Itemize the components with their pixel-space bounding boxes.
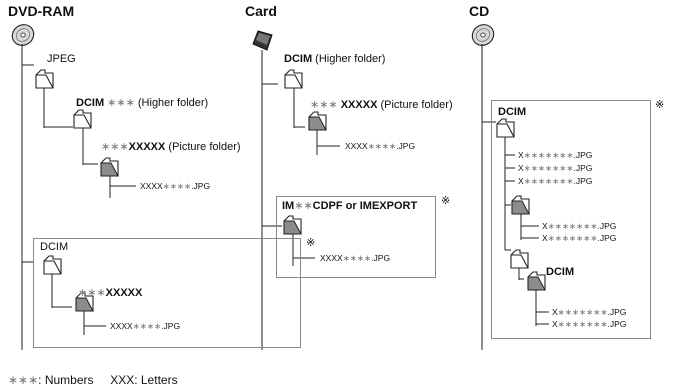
card-picture-folder-icon [308, 111, 327, 131]
dvd-dcim-folder-icon [73, 109, 92, 129]
card-dcim-label: DCIM (Higher folder) [284, 53, 386, 65]
card-dcim-folder-icon [284, 69, 303, 89]
legend-letters: XXX: Letters [110, 373, 178, 387]
card-picture-folder-label: ∗∗∗ XXXXX (Picture folder) [310, 99, 453, 111]
cd-heading: CD [469, 3, 490, 19]
dvd-file-label: XXXX∗∗∗∗.JPG [140, 181, 211, 191]
dvd-ram-heading: DVD-RAM [8, 3, 75, 19]
cd-file-5: X∗∗∗∗∗∗∗.JPG [542, 233, 617, 243]
cd-file-1: X∗∗∗∗∗∗∗.JPG [518, 150, 593, 160]
card-box-title: IM∗∗CDPF or IMEXPORT [282, 200, 418, 212]
card-optional-box [276, 196, 436, 278]
dvd-box-dcim-label: DCIM [40, 241, 69, 253]
cd-dcim-label: DCIM [498, 106, 527, 118]
dvd-dcim-label: DCIM ∗∗∗ (Higher folder) [76, 97, 209, 109]
cd-file-4: X∗∗∗∗∗∗∗.JPG [542, 221, 617, 231]
cd-box-mark: ※ [655, 99, 665, 111]
cd-file-3: X∗∗∗∗∗∗∗.JPG [518, 176, 593, 186]
card-icon [252, 30, 273, 51]
card-box-mark: ※ [441, 195, 451, 207]
dvd-optional-box [33, 238, 301, 348]
jpeg-folder-label: JPEG [47, 53, 76, 65]
legend-numbers-label: : Numbers [38, 373, 94, 387]
jpeg-folder-icon [35, 69, 54, 89]
dvd-box-file-label: XXXX∗∗∗∗.JPG [110, 321, 181, 331]
cd-file-6: X∗∗∗∗∗∗∗.JPG [552, 307, 627, 317]
dvd-box-mark: ※ [306, 237, 316, 249]
cd-optional-box [491, 100, 651, 339]
legend-numbers-stars: ∗∗∗ [8, 373, 39, 387]
cd-file-2: X∗∗∗∗∗∗∗.JPG [518, 163, 593, 173]
dvd-box-picture-label: ∗∗∗XXXXX [78, 287, 143, 299]
cd-sub-dcim-label: DCIM [546, 266, 575, 278]
cd-disc-icon [467, 19, 499, 51]
card-box-file-label: XXXX∗∗∗∗.JPG [320, 253, 391, 263]
card-file-label: XXXX∗∗∗∗.JPG [345, 141, 416, 151]
dvd-disc-icon [7, 19, 39, 51]
dvd-picture-folder-icon [100, 157, 119, 177]
card-heading: Card [245, 3, 277, 19]
legend: ∗∗∗: Numbers XXX: Letters [8, 373, 178, 387]
dvd-picture-folder-label: ∗∗∗XXXXX (Picture folder) [101, 141, 241, 153]
cd-file-7: X∗∗∗∗∗∗∗.JPG [552, 319, 627, 329]
